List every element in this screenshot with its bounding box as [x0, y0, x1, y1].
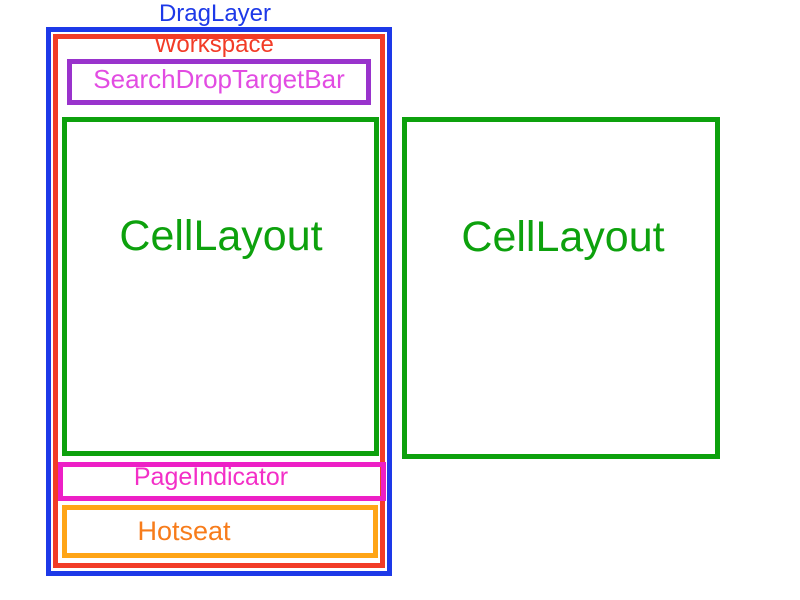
- workspace-box: [53, 34, 385, 568]
- searchdroptargetbar-box: [67, 59, 371, 105]
- celllayout-right-box: [402, 117, 720, 459]
- workspace-label: Workspace: [154, 31, 274, 58]
- pageindicator-box: [58, 462, 386, 501]
- celllayout-right-label: CellLayout: [461, 213, 665, 261]
- searchdroptargetbar-label: SearchDropTargetBar: [93, 64, 345, 94]
- draglayer-label: DragLayer: [158, 0, 272, 27]
- hotseat-box: [62, 505, 378, 558]
- celllayout-left-label: CellLayout: [119, 212, 323, 260]
- celllayout-left-box: [62, 117, 379, 456]
- pageindicator-label: PageIndicator: [133, 463, 289, 491]
- draglayer-box: [46, 27, 392, 576]
- hotseat-label: Hotseat: [137, 516, 231, 546]
